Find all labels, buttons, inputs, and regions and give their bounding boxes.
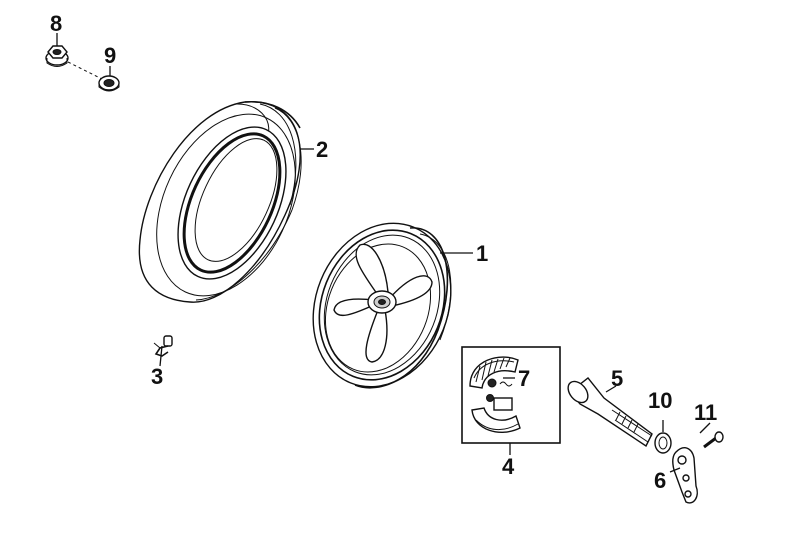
brake-shoe-lower-part-7 [471, 394, 521, 433]
callout-10: 10 [648, 388, 672, 413]
assembly-line-8-9 [67, 61, 105, 81]
callout-5: 5 [611, 366, 623, 391]
bolt-part-11 [703, 431, 724, 449]
callout-7: 7 [518, 366, 530, 391]
tire-part-2 [138, 100, 302, 303]
brake-shoe-upper-part-7 [469, 356, 519, 389]
callout-1: 1 [476, 241, 488, 266]
callout-4: 4 [502, 454, 515, 479]
flange-nut-part-8 [45, 45, 69, 67]
callout-8: 8 [50, 11, 62, 36]
valve-part-3 [153, 335, 173, 357]
callout-2: 2 [316, 137, 328, 162]
brake-arm-part-6 [671, 447, 698, 504]
leader-lines [56, 33, 711, 473]
callout-6: 6 [654, 468, 666, 493]
brake-shoe-set-box-part-4 [461, 346, 561, 444]
washer-part-9 [98, 75, 120, 92]
callout-9: 9 [104, 43, 116, 68]
wheel-rim-part-1 [312, 222, 452, 389]
callout-11: 11 [694, 400, 717, 425]
callout-3: 3 [151, 364, 163, 389]
seal-part-10 [654, 432, 672, 454]
brake-spring-part-7 [499, 381, 513, 387]
brake-cam-part-5 [567, 377, 653, 448]
